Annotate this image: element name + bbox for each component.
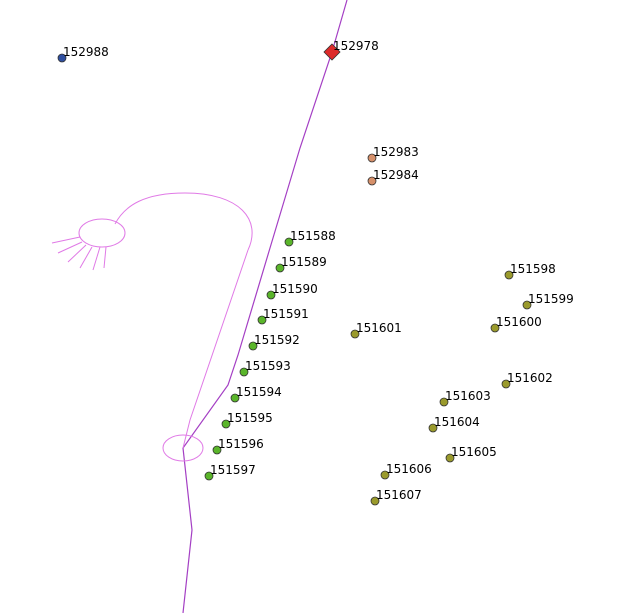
point-label: 151600 — [496, 315, 542, 329]
marker-dot-icon[interactable] — [257, 315, 267, 325]
map-point-152984[interactable]: 152984 — [367, 168, 419, 186]
marker-dot-icon[interactable] — [522, 300, 532, 310]
point-label: 151599 — [528, 292, 574, 306]
map-point-151596[interactable]: 151596 — [212, 437, 264, 455]
point-label: 151596 — [218, 437, 264, 451]
point-label: 151592 — [254, 333, 300, 347]
map-point-152988[interactable]: 152988 — [57, 45, 109, 63]
point-label: 151601 — [356, 321, 402, 335]
point-label: 151591 — [263, 307, 309, 321]
marker-dot-icon[interactable] — [248, 341, 258, 351]
roundabout-upper[interactable] — [78, 218, 126, 248]
map-point-151594[interactable]: 151594 — [230, 385, 282, 403]
marker-dot-icon[interactable] — [367, 176, 377, 186]
marker-dot-icon[interactable] — [212, 445, 222, 455]
map-point-151588[interactable]: 151588 — [284, 229, 336, 247]
marker-dot-icon[interactable] — [239, 367, 249, 377]
marker-dot-icon[interactable] — [57, 53, 67, 63]
map-point-151593[interactable]: 151593 — [239, 359, 291, 377]
map-point-151598[interactable]: 151598 — [504, 262, 556, 280]
point-label: 151589 — [281, 255, 327, 269]
map-point-151605[interactable]: 151605 — [445, 445, 497, 463]
point-label: 152978 — [333, 39, 379, 53]
marker-dot-icon[interactable] — [266, 290, 276, 300]
marker-dot-icon[interactable] — [204, 471, 214, 481]
map-point-151604[interactable]: 151604 — [428, 415, 480, 433]
map-point-151607[interactable]: 151607 — [370, 488, 422, 506]
marker-dot-icon[interactable] — [284, 237, 294, 247]
main-road-line[interactable] — [182, 0, 348, 613]
point-label: 151597 — [210, 463, 256, 477]
access-spokes — [51, 236, 107, 271]
marker-dot-icon[interactable] — [428, 423, 438, 433]
map-point-151602[interactable]: 151602 — [501, 371, 553, 389]
marker-dot-icon[interactable] — [370, 496, 380, 506]
point-label: 151605 — [451, 445, 497, 459]
map-point-151590[interactable]: 151590 — [266, 282, 318, 300]
map-point-151606[interactable]: 151606 — [380, 462, 432, 480]
point-label: 151588 — [290, 229, 336, 243]
map-point-151592[interactable]: 151592 — [248, 333, 300, 351]
marker-dot-icon[interactable] — [501, 379, 511, 389]
ramp-road-line[interactable] — [182, 249, 249, 449]
map-point-151597[interactable]: 151597 — [204, 463, 256, 481]
map-point-151600[interactable]: 151600 — [490, 315, 542, 333]
point-label: 151606 — [386, 462, 432, 476]
point-label: 151607 — [376, 488, 422, 502]
marker-dot-icon[interactable] — [367, 153, 377, 163]
point-label: 152988 — [63, 45, 109, 59]
map-point-151599[interactable]: 151599 — [522, 292, 574, 310]
point-label: 151594 — [236, 385, 282, 399]
road-layer — [51, 0, 348, 613]
ramp-loop-line[interactable] — [114, 192, 253, 251]
map-point-151589[interactable]: 151589 — [275, 255, 327, 273]
point-label: 151598 — [510, 262, 556, 276]
map-point-151595[interactable]: 151595 — [221, 411, 273, 429]
roundabout-lower[interactable] — [162, 434, 204, 462]
map-point-151591[interactable]: 151591 — [257, 307, 309, 325]
marker-diamond-icon[interactable] — [323, 43, 341, 61]
marker-dot-icon[interactable] — [350, 329, 360, 339]
marker-dot-icon[interactable] — [221, 419, 231, 429]
map-point-151603[interactable]: 151603 — [439, 389, 491, 407]
point-label: 152983 — [373, 145, 419, 159]
marker-dot-icon[interactable] — [380, 470, 390, 480]
marker-dot-icon[interactable] — [230, 393, 240, 403]
point-label: 151602 — [507, 371, 553, 385]
marker-dot-icon[interactable] — [439, 397, 449, 407]
point-label: 152984 — [373, 168, 419, 182]
point-label: 151595 — [227, 411, 273, 425]
point-label: 151603 — [445, 389, 491, 403]
marker-dot-icon[interactable] — [445, 453, 455, 463]
map-point-152978[interactable]: 152978 — [323, 39, 379, 61]
point-label: 151590 — [272, 282, 318, 296]
point-label: 151593 — [245, 359, 291, 373]
marker-dot-icon[interactable] — [504, 270, 514, 280]
marker-dot-icon[interactable] — [490, 323, 500, 333]
map-point-152983[interactable]: 152983 — [367, 145, 419, 163]
points-layer: 152988 152978 152983 152984 151588 151589 1515… — [57, 39, 574, 506]
marker-dot-icon[interactable] — [275, 263, 285, 273]
point-label: 151604 — [434, 415, 480, 429]
map-point-151601[interactable]: 151601 — [350, 321, 402, 339]
